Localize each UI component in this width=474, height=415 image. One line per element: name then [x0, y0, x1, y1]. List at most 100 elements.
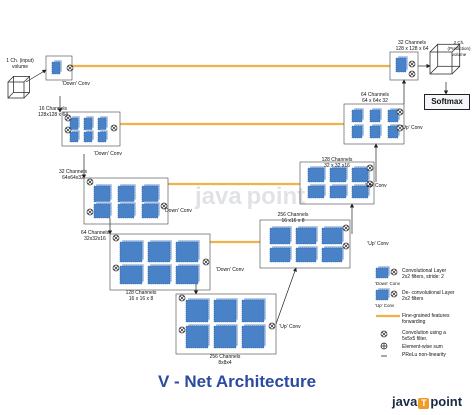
legend-conv5-text: Convolution using a 5x5x5 filter.	[402, 330, 446, 342]
feature-block	[351, 183, 371, 199]
sum-node	[64, 126, 72, 134]
down-conv-4-label: 'Down' Conv	[62, 81, 90, 87]
feature-block	[119, 263, 145, 285]
cube-edge	[429, 44, 438, 53]
down-conv-2-label: 'Down' Conv	[164, 208, 192, 214]
encoder-stage-3-label: 64 Channels 32x32x16	[80, 230, 110, 242]
legend-conv-sub: 'Down' Conv	[375, 281, 400, 286]
cube-back	[13, 76, 31, 93]
decoder-stage-1-label: 32 Channels 128 x 128 x 64	[395, 40, 429, 52]
down-conv-1-label: 'Down' Conv	[94, 151, 122, 157]
sum-node	[342, 224, 350, 232]
watermark: java point	[195, 183, 306, 210]
decoder-stage-3-label: 128 Channels 32 x 32 x16	[321, 157, 353, 169]
encoder-stage-2-label: 32 Channels 64x64x32	[58, 169, 88, 181]
legend-conv5-node	[380, 330, 388, 338]
feature-block	[69, 129, 81, 143]
down-conv-3-label: 'Down' Conv	[216, 267, 244, 273]
feature-block	[93, 201, 113, 219]
legend-icons	[375, 265, 400, 357]
sum-node	[86, 208, 94, 216]
legend-prelu-text: PReLu non-linearity	[402, 352, 446, 358]
stage-frame	[299, 161, 375, 205]
feature-block	[269, 225, 293, 245]
feature-block	[329, 165, 349, 183]
feature-block	[147, 263, 173, 285]
feature-block	[185, 323, 211, 349]
feature-forwarding-lines	[72, 64, 390, 244]
brand-left: java	[392, 394, 418, 409]
legend-deconv-text: De- convolutional Layer 2x2 filters	[402, 290, 455, 302]
feature-block	[51, 59, 63, 75]
feature-block	[119, 239, 145, 263]
cube-front	[429, 51, 453, 75]
feature-block	[117, 183, 137, 203]
feature-block	[295, 225, 319, 245]
feature-block	[321, 245, 345, 263]
cube-front	[7, 81, 25, 99]
feature-block	[93, 183, 113, 203]
connector-line	[275, 267, 297, 325]
legend-sum-text: Element-wise sum	[402, 344, 443, 350]
feature-block	[141, 201, 161, 219]
sum-node	[202, 258, 210, 266]
up-conv-3-label: 'Up' Conv	[365, 183, 387, 189]
sum-node	[396, 108, 404, 116]
feature-block	[213, 297, 239, 323]
stage-frame	[61, 111, 121, 147]
legend-conv-node	[390, 268, 398, 276]
cube-edge	[23, 76, 30, 83]
stage-frame	[109, 233, 211, 291]
connector-line	[25, 69, 47, 83]
feature-block	[185, 297, 211, 323]
feature-block	[375, 287, 391, 301]
feature-block	[329, 183, 349, 199]
cube-edge	[7, 76, 14, 83]
sum-node	[366, 180, 374, 188]
stage-frame	[389, 51, 419, 81]
up-conv-1-label: 'Up' Conv	[279, 324, 301, 330]
sum-node	[178, 326, 186, 334]
output-label: 2 Ch. (Prediction) volume	[447, 40, 471, 57]
sum-node	[408, 60, 416, 68]
feature-block	[147, 239, 173, 263]
sum-node	[64, 114, 72, 122]
cube-back	[437, 43, 461, 67]
cube-edge	[451, 44, 460, 53]
feature-block	[351, 123, 365, 139]
legend-deconv-sub: 'Up' Conv	[375, 303, 395, 308]
feature-block	[307, 183, 327, 199]
connection-lines	[25, 63, 449, 325]
sum-node	[112, 264, 120, 272]
softmax-box: Softmax	[424, 94, 470, 110]
feature-block	[69, 115, 81, 131]
sum-node	[160, 202, 168, 210]
feature-block	[375, 265, 391, 279]
feature-block	[141, 183, 161, 203]
feature-block	[269, 245, 293, 263]
feature-block	[369, 123, 383, 139]
output-volume-icon	[429, 43, 461, 75]
stage-frame	[343, 103, 405, 145]
decoder-stage-2-label: 64 Channels 64 x 64x 32	[360, 92, 390, 104]
stage-frame	[175, 293, 277, 355]
feature-block	[351, 165, 371, 183]
cube-edge	[429, 66, 438, 75]
sum-node-enc1	[66, 64, 74, 72]
feature-block	[351, 107, 365, 123]
feature-block	[369, 107, 383, 123]
bottom-stage-label: 256 Channels 8x8x4	[209, 354, 241, 366]
stage-frame	[83, 177, 169, 225]
input-volume-icon	[7, 76, 31, 99]
sum-node	[396, 124, 404, 132]
sum-node	[366, 164, 374, 172]
feature-block	[117, 201, 137, 219]
brand-right: point	[430, 394, 463, 409]
legend-deconv-node	[390, 290, 398, 298]
feature-block	[395, 55, 409, 73]
diagram-title: V - Net Architecture	[157, 372, 317, 391]
feature-block	[97, 115, 109, 131]
input-label: 1 Ch. (input) volume	[6, 58, 34, 70]
